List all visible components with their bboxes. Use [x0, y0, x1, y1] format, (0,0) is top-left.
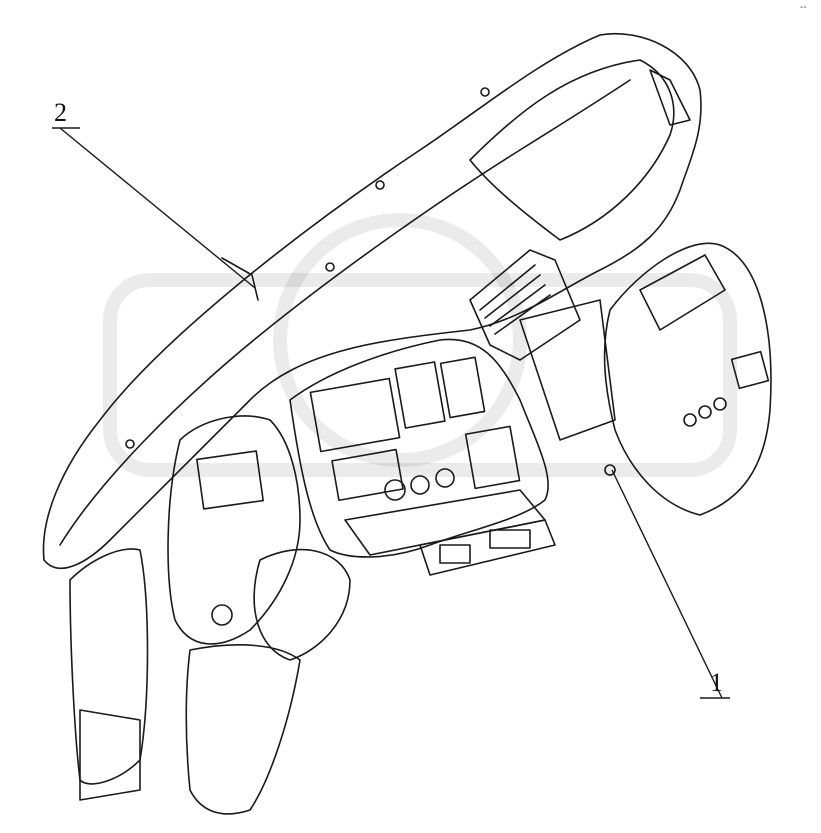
- watermark-logo: [103, 213, 737, 477]
- left-instrument-cluster: [167, 415, 301, 645]
- corner-mark: --: [800, 2, 807, 13]
- leader-line-1: [611, 469, 723, 699]
- center-air-vent: [469, 249, 581, 361]
- leader-line-2: [59, 127, 256, 289]
- dashboard-top-shell: [42, 33, 702, 570]
- callout-label-2: 2: [54, 98, 67, 127]
- lower-glovebox: [185, 644, 301, 815]
- right-switch-panel: [603, 242, 772, 516]
- callout-label-1: 1: [710, 668, 723, 697]
- center-console: [289, 338, 549, 558]
